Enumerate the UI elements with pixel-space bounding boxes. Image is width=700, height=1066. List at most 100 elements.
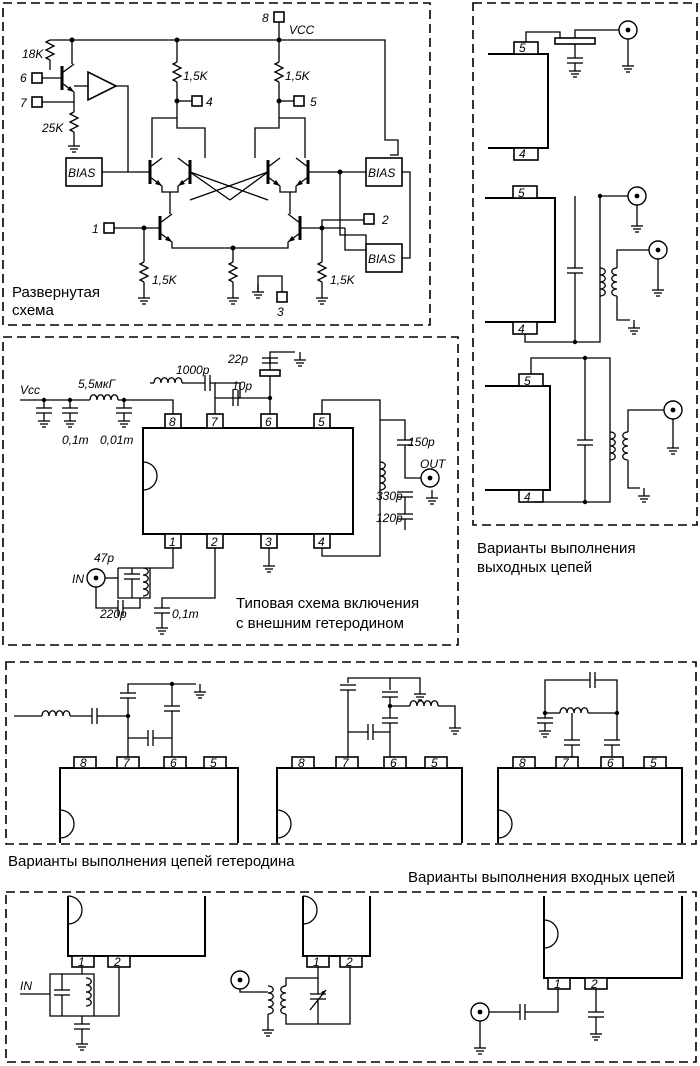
c-22p-label: 22p xyxy=(227,352,248,366)
svg-text:5: 5 xyxy=(650,756,657,770)
svg-text:8: 8 xyxy=(80,756,87,770)
c-01m-input-label: 0,1m xyxy=(172,607,199,621)
svg-text:8: 8 xyxy=(519,756,526,770)
output-variants-frame xyxy=(472,2,698,526)
svg-text:2: 2 xyxy=(345,955,353,969)
expanded-frame xyxy=(2,2,431,326)
in-typical-label: IN xyxy=(72,572,84,586)
svg-text:4: 4 xyxy=(524,490,531,504)
out-label: OUT xyxy=(420,457,447,471)
expanded-title: Развернутая xyxy=(12,284,100,301)
pin-4-label: 4 xyxy=(206,95,213,109)
ic-notch xyxy=(142,461,158,491)
svg-text:6: 6 xyxy=(607,756,614,770)
ic-pins-bottom: 1 2 3 4 xyxy=(164,533,331,549)
pin-7-terminal[interactable] xyxy=(31,96,43,108)
input-frame xyxy=(5,891,697,1063)
r-bias-right-label: 1,5K xyxy=(330,273,356,287)
pin-2-label: 2 xyxy=(381,213,389,227)
expanded-subtitle: схема xyxy=(12,302,54,319)
pin-6-terminal[interactable] xyxy=(31,72,43,84)
pin-8-label: 8 xyxy=(262,11,269,25)
input-caption: Варианты выполнения входных цепей xyxy=(408,869,675,886)
heterodyne-variants: 8 7 6 5 8 7 6 xyxy=(5,661,697,870)
heterodyne-variant-1: 8 7 6 5 xyxy=(14,681,239,843)
c-120p-label: 120p xyxy=(376,511,403,525)
pin-4-terminal[interactable] xyxy=(191,95,203,107)
svg-text:1: 1 xyxy=(169,535,176,549)
pin-6-label: 6 xyxy=(20,71,27,85)
output-caption-line1: Варианты выполнения xyxy=(477,540,636,557)
svg-text:3: 3 xyxy=(265,535,272,549)
typical-title: Типовая схема включения xyxy=(236,595,419,612)
heterodyne-frame xyxy=(5,661,697,845)
bias-right-bottom-label: BIAS xyxy=(368,252,395,266)
svg-text:7: 7 xyxy=(342,756,350,770)
svg-text:1: 1 xyxy=(78,955,85,969)
r-load-right-label: 1,5K xyxy=(285,69,311,83)
r25k-label: 25K xyxy=(41,121,64,135)
pin-1-terminal[interactable] xyxy=(103,222,115,234)
heterodyne-variant-2: 8 7 6 5 xyxy=(276,677,463,843)
c-150p-label: 150p xyxy=(408,435,435,449)
pin-1-label: 1 xyxy=(92,222,99,236)
c-01m-label: 0,1m xyxy=(62,433,89,447)
svg-text:7: 7 xyxy=(562,756,570,770)
typical-subtitle: с внешним гетеродином xyxy=(236,615,404,632)
svg-text:5: 5 xyxy=(518,186,525,200)
pin-3-terminal[interactable] xyxy=(276,291,288,303)
pin-5-terminal[interactable] xyxy=(293,95,305,107)
svg-text:5: 5 xyxy=(431,756,438,770)
c-10p-label: 10p xyxy=(232,379,252,393)
c-1000p-label: 1000p xyxy=(176,363,210,377)
svg-text:4: 4 xyxy=(318,535,325,549)
r18k-label: 18K xyxy=(22,47,44,61)
svg-text:5: 5 xyxy=(524,374,531,388)
svg-text:5: 5 xyxy=(318,415,325,429)
c-220p-label: 220p xyxy=(99,607,127,621)
svg-text:6: 6 xyxy=(265,415,272,429)
svg-text:5: 5 xyxy=(210,756,217,770)
input-variant-3: 1 2 xyxy=(470,896,683,1055)
bias-right-top-label: BIAS xyxy=(368,166,395,180)
bias-left-label: BIAS xyxy=(68,166,95,180)
svg-text:7: 7 xyxy=(211,415,219,429)
heterodyne-caption: Варианты выполнения цепей гетеродина xyxy=(8,853,295,870)
svg-text:4: 4 xyxy=(518,322,525,336)
pin-7-label: 7 xyxy=(20,96,28,110)
input-variant-2: 1 2 xyxy=(230,895,371,1037)
c-47p-label: 47p xyxy=(94,551,114,565)
svg-text:2: 2 xyxy=(113,955,121,969)
expanded-schematic: 8 VCC 18K 6 7 25K 1,5K xyxy=(2,2,431,326)
typical-schematic: 8 7 6 5 1 2 3 4 Vcc 5,5мкГ 0,1m 0,01m 10… xyxy=(2,336,459,646)
output-variant-2: 5 4 xyxy=(485,185,668,345)
svg-text:7: 7 xyxy=(123,756,131,770)
typical-frame xyxy=(2,336,459,646)
bias-block-right-bottom xyxy=(365,243,403,273)
svg-text:4: 4 xyxy=(519,147,526,161)
r-bias-left-label: 1,5K xyxy=(152,273,178,287)
in-variant-label: IN xyxy=(20,979,32,993)
output-variants: 5 4 5 4 xyxy=(472,2,698,576)
l1-label: 5,5мкГ xyxy=(78,377,117,391)
svg-text:5: 5 xyxy=(519,41,526,55)
heterodyne-variant-3: 8 7 6 5 xyxy=(497,671,683,843)
output-variant-1: 5 4 xyxy=(488,20,638,161)
vcc-typical-label: Vcc xyxy=(20,383,40,397)
svg-text:1: 1 xyxy=(313,955,320,969)
pin-3-label: 3 xyxy=(277,305,284,319)
pin-2-terminal[interactable] xyxy=(363,213,375,225)
pin-8-terminal[interactable] xyxy=(273,11,285,23)
input-variant-1: 1 2 IN xyxy=(20,895,206,1051)
output-caption-line2: выходных цепей xyxy=(477,559,592,576)
buffer-amp xyxy=(87,70,118,102)
svg-text:6: 6 xyxy=(390,756,397,770)
c-001m-label: 0,01m xyxy=(100,433,133,447)
svg-text:8: 8 xyxy=(169,415,176,429)
r-load-left-label: 1,5K xyxy=(183,69,209,83)
ic-body-typical xyxy=(142,427,354,535)
svg-text:2: 2 xyxy=(210,535,218,549)
c-330p-label: 330p xyxy=(376,489,403,503)
svg-text:1: 1 xyxy=(554,977,561,991)
